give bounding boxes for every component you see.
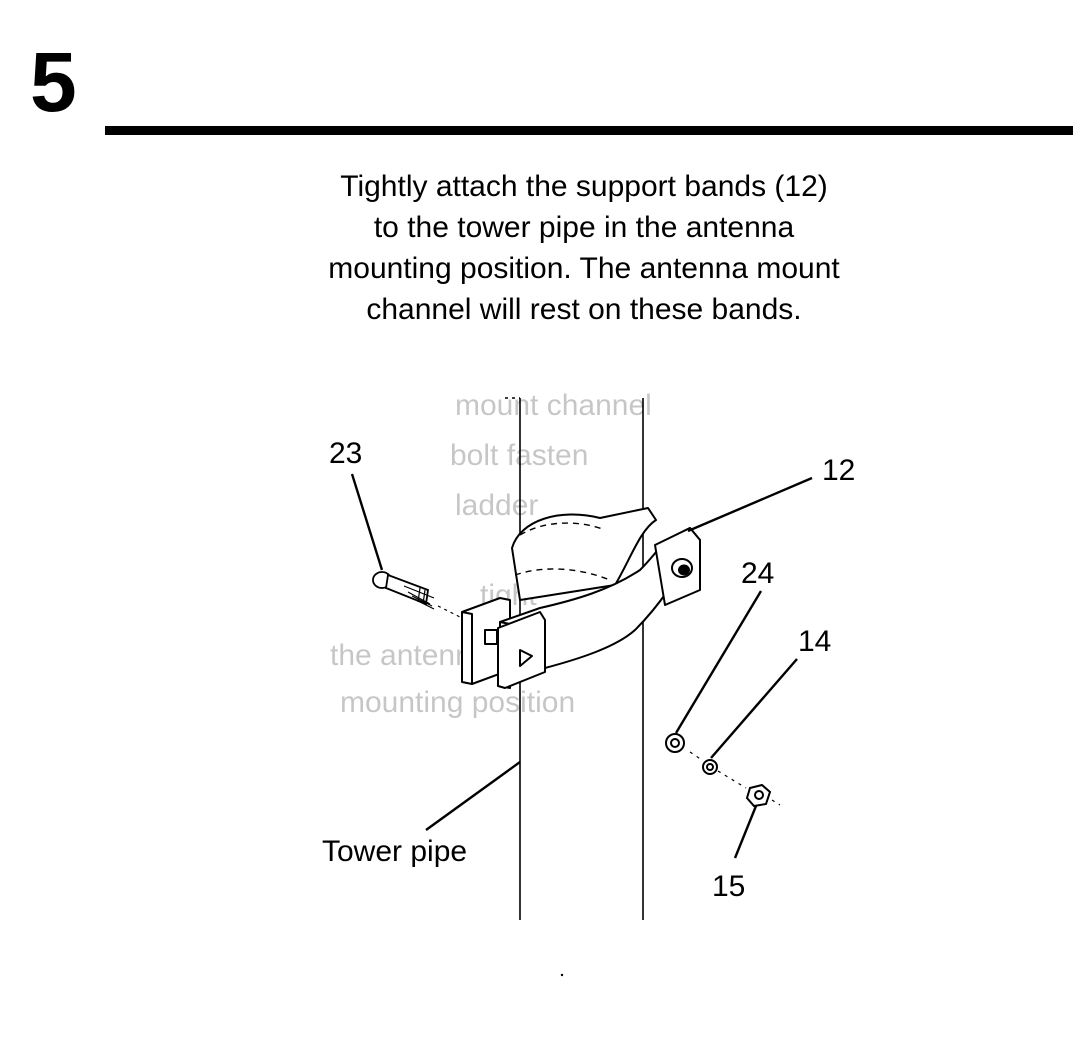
flat-washer	[665, 733, 685, 753]
carriage-bolt	[372, 571, 463, 619]
instruction-line: to the tower pipe in the antenna	[373, 211, 795, 244]
bleed-through-line: ladder	[455, 489, 538, 522]
instruction-line: mounting position. The antenna mount	[328, 252, 840, 285]
callout-23: 23	[329, 437, 362, 470]
instruction-text: Tightly attach the support bands (12) to…	[270, 166, 898, 330]
lock-washer	[702, 759, 718, 775]
assembly-axis	[689, 751, 781, 806]
paper-speck	[560, 973, 564, 977]
callout-15: 15	[712, 870, 745, 903]
step-number: 5	[30, 35, 77, 129]
callout-14: 14	[798, 625, 831, 658]
hex-nut	[745, 783, 772, 808]
callout-12: 12	[822, 454, 855, 487]
step-divider	[105, 126, 1073, 135]
bleed-through-line: mount channel	[455, 389, 652, 422]
callout-tower-pipe: Tower pipe	[322, 835, 467, 868]
instruction-line: channel will rest on these bands.	[366, 293, 802, 326]
callout-leaders	[350, 473, 813, 859]
callout-24: 24	[741, 557, 774, 590]
support-band	[461, 507, 701, 689]
instruction-line: Tightly attach the support bands (12)	[340, 170, 828, 203]
bleed-through-line: mounting position	[340, 686, 575, 719]
